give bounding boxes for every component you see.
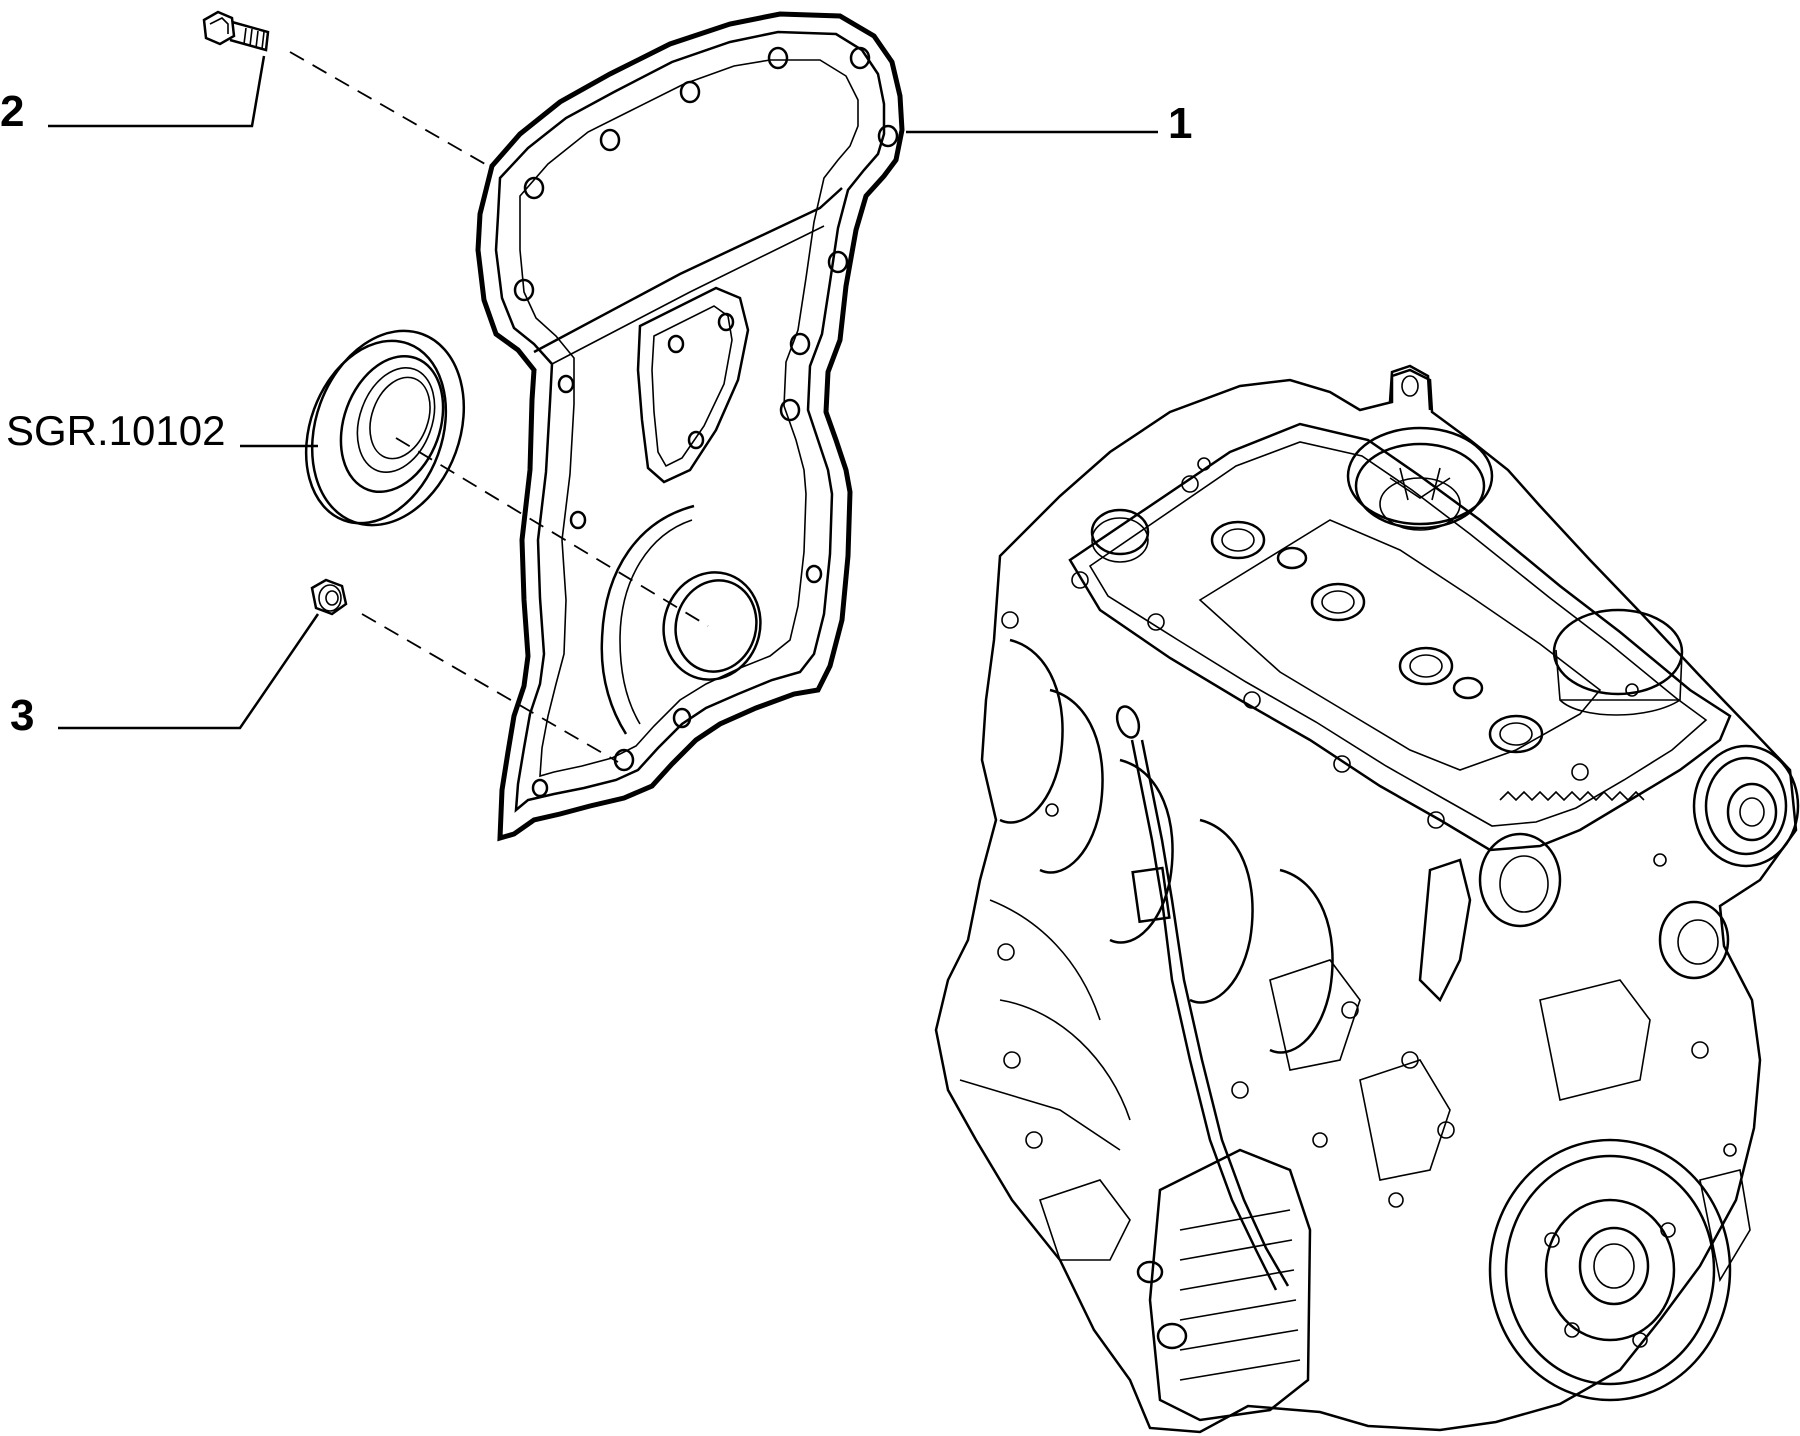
cover-bolts — [1071, 457, 1639, 829]
dash-line-seal — [395, 437, 709, 627]
callout-part-3: 3 — [10, 691, 35, 740]
front-ports — [1418, 832, 1730, 1003]
callout-part-2: 2 — [0, 87, 25, 136]
dipstick — [1115, 705, 1290, 1291]
callout-part-1: 1 — [1168, 99, 1193, 148]
leader-line-part-2 — [48, 55, 266, 128]
nut-part-3 — [310, 578, 348, 616]
cover-cap — [1552, 608, 1684, 696]
block-details — [997, 611, 1751, 1283]
timing-cover-part-1 — [475, 11, 905, 842]
cover-bolt-holes — [513, 46, 899, 798]
oil-cooler — [1136, 1148, 1312, 1422]
engine-assembly — [934, 364, 1800, 1434]
callout-subgroup-ref: SGR.10102 — [6, 407, 226, 454]
dash-line-nut — [361, 613, 619, 763]
leader-line-part-3 — [58, 613, 320, 730]
crank-pulley — [1488, 1138, 1732, 1402]
pump-pulley — [1692, 744, 1800, 868]
leader-lines — [48, 55, 1158, 730]
intake-runners — [959, 638, 1334, 1151]
lifting-eye — [1388, 364, 1432, 411]
intake-ring — [1346, 426, 1494, 531]
oil-filler-cap — [1090, 508, 1150, 556]
crank-seal — [304, 329, 466, 527]
bolt-part-2 — [202, 10, 270, 52]
plug-wells — [1210, 520, 1544, 754]
dash-line-bolt — [289, 51, 493, 169]
